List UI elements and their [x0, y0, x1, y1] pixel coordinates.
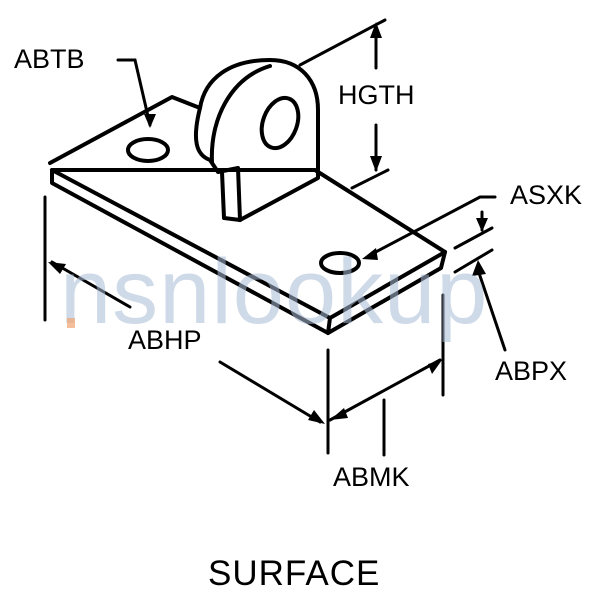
arrowhead-abtb — [144, 114, 156, 128]
plate-right-edge — [326, 250, 447, 335]
lug-hole — [259, 95, 301, 151]
label-abhp: ABHP — [128, 325, 202, 355]
diagram-caption: SURFACE — [208, 554, 381, 593]
lug-outline — [193, 58, 320, 222]
hole-left — [126, 137, 170, 163]
arrowhead-abhp-left — [48, 262, 66, 274]
arrowhead-hgth-down — [370, 156, 382, 172]
label-abtb: ABTB — [14, 44, 85, 74]
abhp-arrow-right — [218, 360, 322, 424]
hgth-extension-top — [298, 18, 387, 67]
abpx-leader — [476, 268, 507, 352]
plate-front-edge — [50, 168, 332, 335]
arrowhead-abmk-right — [428, 360, 442, 374]
hole-right — [319, 251, 361, 275]
plate-top-face — [48, 95, 447, 320]
hgth-extension-bottom — [350, 168, 390, 190]
lug-inner-edge — [209, 64, 272, 164]
arrowhead-abpx — [472, 260, 486, 276]
arrowhead-abhp-right — [308, 410, 325, 424]
arrowhead-asxk — [476, 218, 488, 232]
arrowhead-hgth-up — [370, 22, 382, 38]
arrowhead-abmk-left — [330, 408, 348, 420]
label-abpx: ABPX — [495, 356, 568, 386]
asxk-leader — [368, 195, 497, 257]
watermark-dot — [67, 318, 75, 328]
abtb-leader — [116, 58, 152, 127]
arrowhead-asxk-hole — [362, 248, 378, 260]
label-abmk: ABMK — [333, 462, 410, 492]
abmk-dimension-line — [328, 358, 442, 422]
asxk-tick-bottom — [453, 248, 494, 274]
asxk-tick-top — [453, 226, 494, 250]
label-hgth: HGTH — [338, 80, 415, 110]
abhp-arrow-left — [50, 260, 132, 309]
label-asxk: ASXK — [510, 180, 583, 210]
lug-tab — [220, 170, 242, 222]
